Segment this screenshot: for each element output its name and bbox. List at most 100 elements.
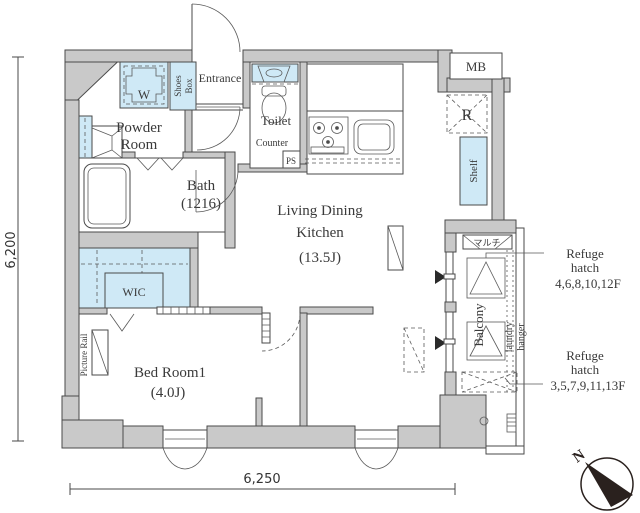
- entrance-door-swing-arc: [191, 3, 241, 53]
- refrigerator-label: R: [462, 107, 473, 124]
- refuge-lower-leader-line: [504, 377, 543, 385]
- picture-rail-label: Picture Rail: [79, 333, 89, 376]
- refuge-upper-leader-line: [485, 252, 544, 258]
- kitchen: [305, 63, 404, 175]
- bedroom-top-wall-c: [299, 306, 374, 315]
- refuge-lower-label-1: Refuge: [566, 348, 604, 363]
- bottom-wall-b: [206, 425, 356, 449]
- meter-box: [449, 52, 503, 80]
- exterior-walls: [61, 49, 517, 449]
- utility-column: MB R Shelf: [446, 52, 503, 206]
- laundry-hanger-label-1: laundry: [504, 322, 515, 353]
- living-dining-kitchen: Living Dining Kitchen (13.5J): [277, 203, 446, 373]
- bath-label-2: (1216): [181, 196, 221, 212]
- refuge-hatch-upper-icon: [466, 257, 506, 299]
- grill-slot: [310, 146, 345, 154]
- window-direction-arrow-icon: [435, 270, 446, 284]
- kitchen-counter: [306, 63, 404, 175]
- bedroom-right-wall: [299, 312, 308, 427]
- windows: [162, 251, 456, 470]
- window-bay-stub-wall: [255, 397, 263, 427]
- balcony-grate-lines: [507, 417, 516, 427]
- washer-label: W: [138, 87, 151, 102]
- entrance-area: Entrance Shoes Box: [169, 3, 243, 111]
- toilet-basin-icon: [257, 65, 291, 83]
- bedroom-column-diagonal: [91, 329, 109, 376]
- bath-room: Bath (1216): [78, 157, 226, 233]
- sink: [353, 119, 395, 155]
- stove: [308, 116, 349, 155]
- entrance-toilet-wall: [242, 61, 251, 109]
- entrance-label: Entrance: [199, 71, 242, 85]
- bedroom: WIC Picture Rail Bed Room1 (4.0J): [78, 247, 301, 401]
- refuge-hatch-mid-icon: [466, 321, 506, 361]
- wic-right-wall: [189, 247, 199, 314]
- toilet-basin-bowl: [265, 68, 283, 78]
- step-wall-b: [61, 419, 124, 449]
- closet-slider-hatch: [162, 307, 204, 314]
- shoes-box: [169, 61, 197, 111]
- ldk-label-3: (13.5J): [299, 250, 341, 266]
- laundry-hanger-label-2: hanger: [516, 323, 527, 351]
- washer-icon: [125, 67, 163, 103]
- shelf: [459, 136, 488, 206]
- hallway: [195, 106, 241, 213]
- top-wall-right: [242, 49, 448, 63]
- right-wall: [491, 77, 505, 233]
- balcony-grate-icon: [506, 413, 517, 433]
- toilet-bowl-icon: [261, 92, 287, 124]
- vanity-bowl-icon: [91, 127, 123, 159]
- left-dimension-label: 6,200: [4, 231, 19, 268]
- powder-room-label-1: Powder: [116, 120, 162, 136]
- bedroom-window-swing: [162, 447, 208, 470]
- bedroom-door-leaf: [261, 312, 271, 344]
- shoes-box-label-2: Box: [184, 78, 194, 94]
- window-wall-a: [444, 232, 457, 253]
- refuge-lower-label-2: hatch: [571, 362, 600, 377]
- refrigerator-space: [446, 94, 488, 134]
- shelf-label: Shelf: [468, 159, 480, 183]
- refuge-hatch-notes: Refuge hatch 4,6,8,10,12F Refuge hatch 3…: [485, 246, 626, 393]
- compass-circle: [580, 457, 634, 511]
- wic-folding-door: [109, 313, 135, 332]
- toilet-right-wall: [299, 61, 308, 171]
- closet-slider-track: [156, 306, 211, 315]
- washer-pan: [119, 61, 169, 109]
- balcony-rail-bottom: [485, 445, 525, 455]
- ac-space-diagonal: [403, 327, 425, 373]
- laundry-hanger-lines: [506, 250, 514, 395]
- refuge-upper-label-3: 4,6,8,10,12F: [555, 276, 621, 291]
- refuge-upper-label-1: Refuge: [566, 246, 604, 261]
- top-wall-left: [64, 49, 193, 63]
- compass: N: [570, 447, 634, 511]
- compass-north-label: N: [570, 447, 588, 466]
- ldk-label-1: Living Dining: [277, 203, 363, 219]
- bath-folding-door: [136, 157, 184, 171]
- refuge-hatch-upper-triangle: [469, 261, 503, 295]
- window-direction-arrow-icon: [435, 336, 446, 350]
- balcony-window-upper-mullion: [443, 273, 456, 280]
- ldk-door-arc: [195, 169, 239, 213]
- left-wall: [64, 99, 80, 401]
- bedroom-door-arc: [261, 312, 301, 352]
- left-dimension-line: [12, 56, 24, 442]
- meter-box-label: MB: [466, 59, 487, 74]
- balcony-drain-icon: [479, 416, 489, 426]
- bottom-wall-c: [397, 425, 441, 449]
- north-arrow-icon: [585, 462, 633, 507]
- hall-upper-door-arc: [196, 106, 241, 151]
- bedroom-top-wall-b: [209, 306, 263, 315]
- wic-top-wall: [78, 231, 199, 249]
- toilet-tank: [261, 85, 287, 97]
- refuge-lower-label-3: 3,5,7,9,11,13F: [551, 378, 626, 393]
- balcony-top-wall: [444, 219, 517, 234]
- bath-label-1: Bath: [187, 178, 216, 194]
- bedroom-door-leaf-hatch: [262, 318, 270, 338]
- toilet-room: Toilet Counter PS: [249, 61, 301, 169]
- wic-label: WIC: [122, 285, 145, 299]
- powder-room: W Powder Room: [78, 61, 169, 169]
- window-wall-b: [444, 301, 457, 313]
- bottom-right-corner-wall: [439, 394, 487, 449]
